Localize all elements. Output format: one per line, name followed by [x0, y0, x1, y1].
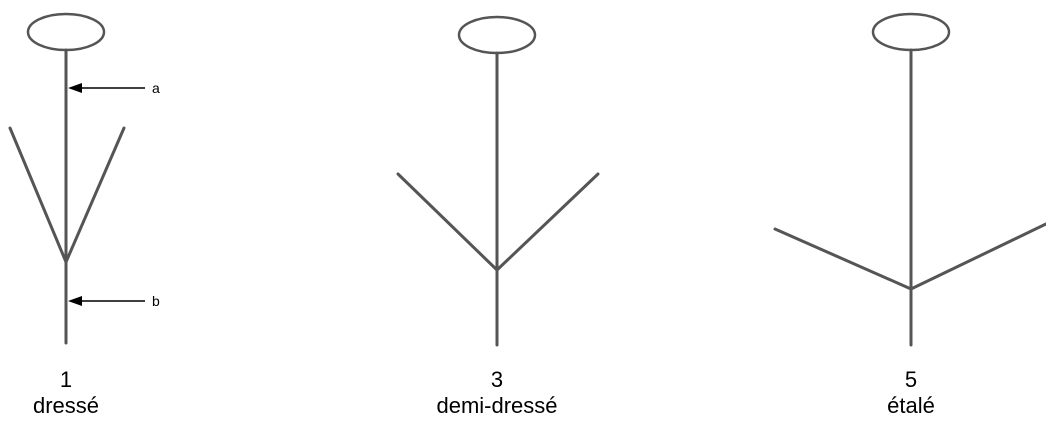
figure-1-label: dressé	[0, 393, 166, 419]
arrow-a: a	[68, 80, 160, 96]
figure-3-right-branch	[497, 174, 598, 270]
figure-3-number: 3	[397, 367, 597, 393]
figure-1-drawing: a b	[10, 14, 160, 343]
figure-3-head	[459, 17, 535, 53]
figure-1-head	[28, 14, 104, 50]
annotation-b: b	[152, 293, 160, 309]
arrow-b: b	[68, 293, 160, 309]
annotation-a: a	[152, 80, 160, 96]
figure-1-number: 1	[0, 367, 166, 393]
figure-5-label: étalé	[811, 393, 1011, 419]
figure-1-caption: 1 dressé	[0, 367, 166, 419]
figure-1-left-branch	[10, 128, 66, 262]
figure-3-label: demi-dressé	[397, 393, 597, 419]
figure-3-drawing	[398, 17, 598, 345]
figure-5-left-branch	[775, 229, 911, 289]
figure-3-left-branch	[398, 174, 497, 270]
figure-5-right-branch	[911, 224, 1046, 289]
figure-5-number: 5	[811, 367, 1011, 393]
figure-5-head	[873, 14, 949, 50]
figure-5-drawing	[775, 14, 1046, 345]
figure-1-right-branch	[66, 128, 124, 262]
figure-3-caption: 3 demi-dressé	[397, 367, 597, 419]
figure-5-caption: 5 étalé	[811, 367, 1011, 419]
